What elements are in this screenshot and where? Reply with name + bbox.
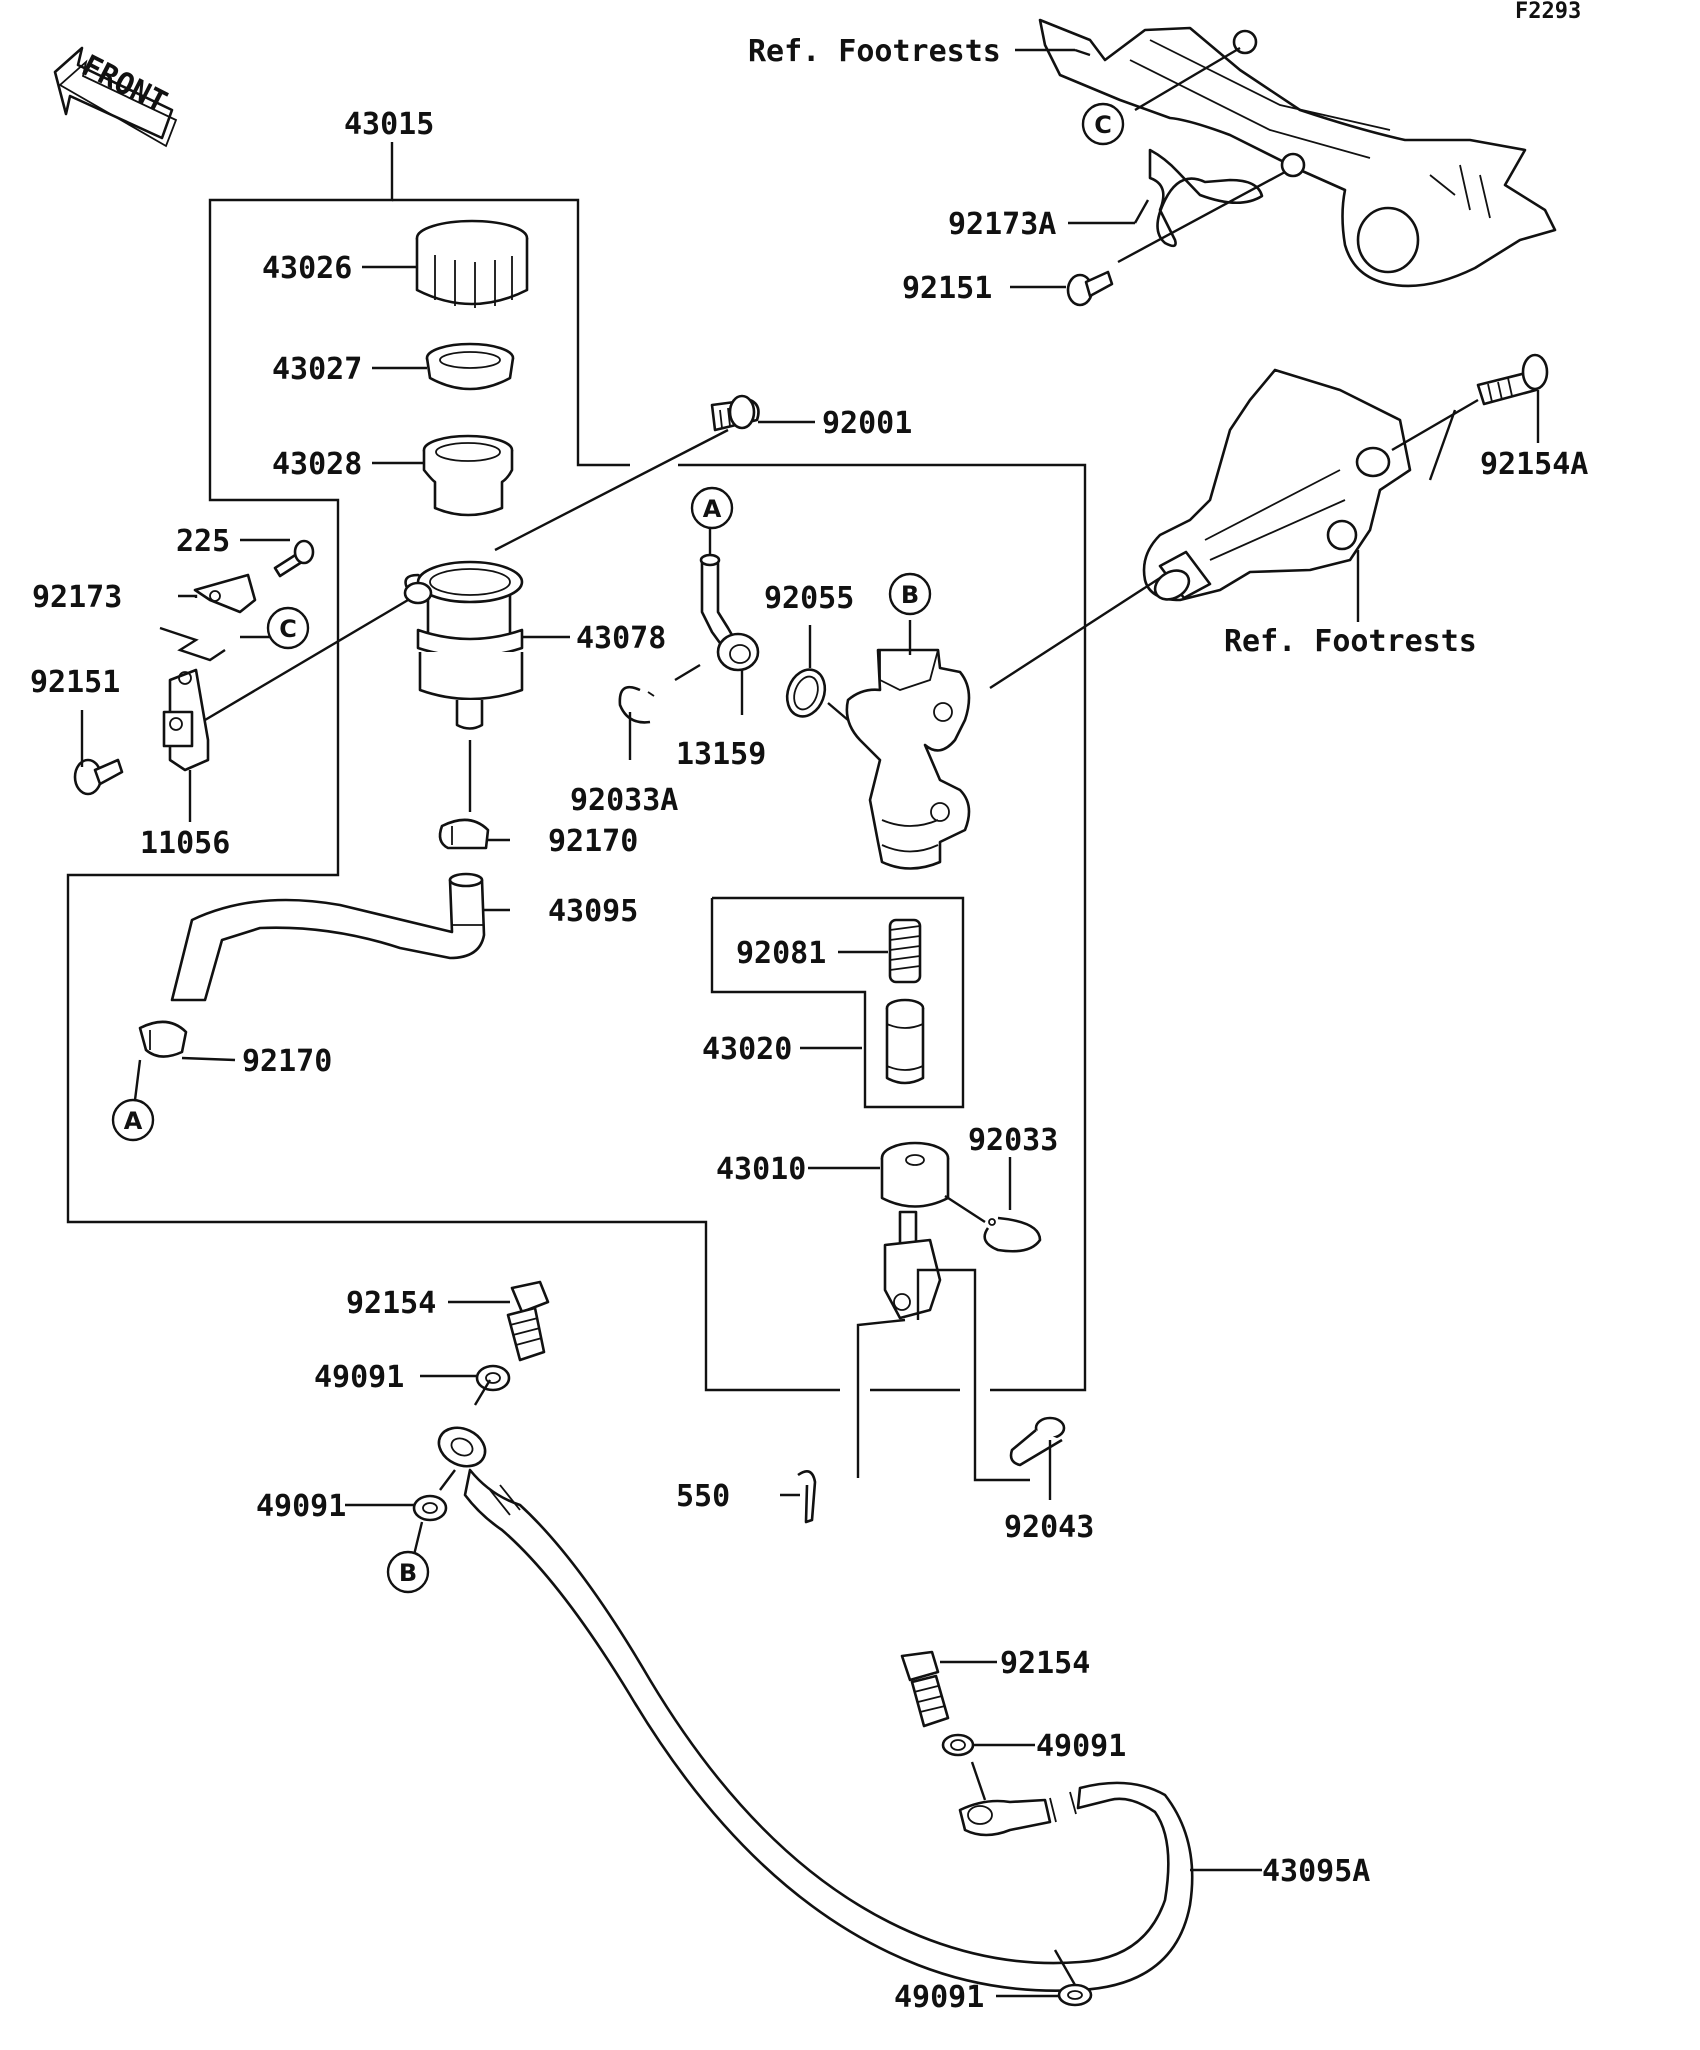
label-43095: 43095 <box>548 894 638 929</box>
bolt-92154A <box>1476 353 1549 406</box>
banjo-bolt-92154-upper <box>506 1280 550 1362</box>
marker-a-upper: A <box>690 486 734 530</box>
hose-clip-92173A <box>1148 148 1264 248</box>
leader-lines <box>80 46 1540 1998</box>
spring-92081 <box>888 918 922 984</box>
washer-49091-d-hole <box>1067 1990 1083 2000</box>
label-92033A: 92033A <box>570 783 678 818</box>
washer-49091-c-hole <box>950 1739 966 1751</box>
label-92154-lower: 92154 <box>1000 1646 1090 1681</box>
svg-text:C: C <box>1094 111 1112 139</box>
circlip-92033A <box>618 685 655 724</box>
figure-code: F2293 <box>1515 0 1581 24</box>
diaphragm-plate-43027 <box>425 342 515 391</box>
washer-49091-b-hole <box>422 1502 438 1514</box>
master-cylinder-body <box>845 648 971 870</box>
label-49091-a: 49091 <box>314 1360 404 1395</box>
label-92173A: 92173A <box>948 207 1056 242</box>
label-550: 550 <box>676 1479 730 1514</box>
footrest-bracket-top <box>1038 18 1557 288</box>
label-43015: 43015 <box>344 107 434 142</box>
brake-hose-43095A <box>463 1468 1194 1993</box>
cotter-pin-550 <box>797 1470 817 1524</box>
push-rod-43010 <box>880 1141 950 1320</box>
bracket-11056 <box>162 668 210 772</box>
label-92055: 92055 <box>764 581 854 616</box>
label-225: 225 <box>176 524 230 559</box>
label-43028: 43028 <box>272 447 362 482</box>
marker-c-right: C <box>1081 102 1125 146</box>
front-arrow-icon: FRONT <box>53 46 178 148</box>
banjo-bolt-92154-lower <box>900 1650 950 1728</box>
label-92033: 92033 <box>968 1123 1058 1158</box>
reservoir-hose-43095 <box>170 872 486 1002</box>
reservoir-43078 <box>403 560 524 730</box>
label-43020: 43020 <box>702 1032 792 1067</box>
brake-pedal-bracket <box>1142 368 1412 602</box>
svg-text:B: B <box>399 1559 417 1587</box>
svg-text:B: B <box>901 581 919 609</box>
label-43010: 43010 <box>716 1152 806 1187</box>
bolt-92151-left <box>73 758 124 796</box>
circlip-92033 <box>983 1216 1042 1253</box>
diaphragm-43028 <box>422 434 514 517</box>
hose-fitting-13159 <box>699 553 760 672</box>
svg-text:C: C <box>279 615 297 643</box>
marker-a-lower: A <box>111 1098 155 1142</box>
label-92151-right: 92151 <box>902 271 992 306</box>
label-49091-c: 49091 <box>1036 1729 1126 1764</box>
washer-49091-c <box>941 1733 975 1757</box>
piston-43020 <box>885 998 925 1085</box>
label-ref-footrests-top: Ref. Footrests <box>748 34 1001 69</box>
label-43095A: 43095A <box>1262 1854 1370 1889</box>
label-92081: 92081 <box>736 936 826 971</box>
hose-clamp-92170-upper <box>438 818 490 850</box>
screw-92001 <box>710 394 760 432</box>
hose-clamp-92170-lower <box>138 1020 188 1058</box>
label-43026: 43026 <box>262 251 352 286</box>
label-92001: 92001 <box>822 406 912 441</box>
reservoir-cap-43026 <box>415 219 529 308</box>
o-ring-92055 <box>785 668 827 718</box>
label-92043: 92043 <box>1004 1510 1094 1545</box>
label-49091-b: 49091 <box>256 1489 346 1524</box>
label-92170-lower: 92170 <box>242 1044 332 1079</box>
marker-b-lower: B <box>386 1550 430 1594</box>
label-92151-left: 92151 <box>30 665 120 700</box>
label-11056: 11056 <box>140 826 230 861</box>
pin-92043 <box>1009 1416 1066 1467</box>
bolt-92151-right <box>1066 270 1114 307</box>
washer-49091-a <box>475 1364 511 1392</box>
clamp-92173 <box>193 573 257 614</box>
banjo-fitting-lower <box>958 1798 1052 1837</box>
svg-text:A: A <box>703 495 722 523</box>
label-13159: 13159 <box>676 737 766 772</box>
label-43078: 43078 <box>576 621 666 656</box>
label-92154A: 92154A <box>1480 447 1588 482</box>
label-43027: 43027 <box>272 352 362 387</box>
label-92173: 92173 <box>32 580 122 615</box>
label-92170-upper: 92170 <box>548 824 638 859</box>
marker-b-upper: B <box>888 572 932 616</box>
washer-49091-d <box>1057 1983 1093 2007</box>
assembly-bracket-lines <box>66 150 1087 1392</box>
washer-49091-a-hole <box>485 1372 501 1384</box>
label-ref-footrests-middle: Ref. Footrests <box>1224 624 1477 659</box>
banjo-fitting-upper <box>437 1426 487 1468</box>
marker-c-left: C <box>266 606 310 650</box>
washer-49091-b <box>412 1494 448 1522</box>
svg-text:A: A <box>124 1107 143 1135</box>
label-49091-d: 49091 <box>894 1980 984 2015</box>
screw-225 <box>273 539 315 578</box>
label-92154-upper: 92154 <box>346 1286 436 1321</box>
